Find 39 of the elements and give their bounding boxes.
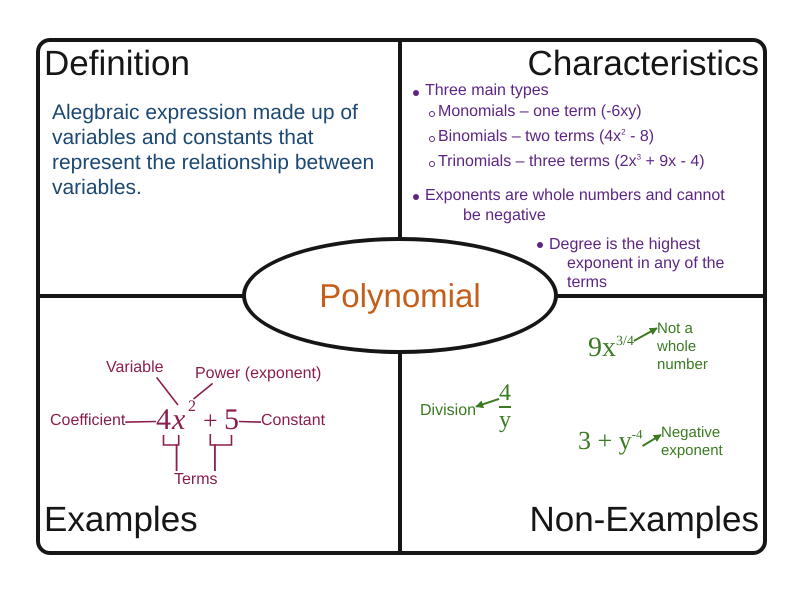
coefficient-digit: 4 (156, 405, 171, 435)
leader-line (193, 382, 214, 400)
bullet-text: Monomials – one term (-6xy) (438, 103, 642, 122)
leader-line (125, 420, 156, 423)
fraction (499, 381, 511, 432)
panel-heading: Non-Examples (529, 500, 759, 540)
plus-sign: + (203, 408, 218, 434)
leader-line (238, 420, 262, 423)
exponent-digit: 2 (188, 399, 196, 415)
panel-heading: Examples (44, 500, 198, 540)
term-bracket (214, 435, 232, 471)
note-text: Not a whole number (657, 320, 719, 374)
panel-heading: Definition (44, 44, 190, 84)
definition-text: Alegbraic expression made up of variables and constants that represent the relationship between variables. (52, 100, 376, 200)
bullet-text: Binomials – two terms (4x$^{2}$ - 8) (438, 128, 654, 146)
term-bracket (176, 435, 180, 471)
topic-title: Polynomial (319, 276, 481, 314)
part-label: Terms (174, 471, 218, 490)
note-text: Division (420, 402, 476, 420)
panel-heading: Characteristics (528, 44, 759, 84)
denominator: y (499, 408, 511, 432)
math-expression: 9x$^{3/4}$ (588, 330, 634, 366)
numerator: 4 (499, 381, 511, 408)
bullet-text: Degree is the highest exponent in any of the terms (549, 235, 726, 292)
bullet-text: Three main types (425, 82, 549, 100)
note-text: Negative exponent (661, 424, 733, 460)
part-label: Power (exponent) (195, 365, 322, 384)
arrow (475, 398, 500, 408)
arrow (633, 327, 658, 342)
arrow (642, 434, 662, 447)
bullet-text: Trinomials – three terms (2x$^{3}$ + 9x - 4) (438, 153, 705, 172)
part-label: Coefficient (50, 412, 126, 430)
leader-line (156, 376, 179, 406)
math-expression: 3 + y$^{-4}$ (578, 424, 643, 458)
variable-letter: x (172, 405, 186, 435)
bullet-text: Exponents are whole numbers and cannot be negative (425, 186, 726, 226)
part-label: Variable (106, 359, 164, 378)
part-label: Constant (261, 412, 326, 430)
constant-digit: 5 (224, 405, 239, 435)
